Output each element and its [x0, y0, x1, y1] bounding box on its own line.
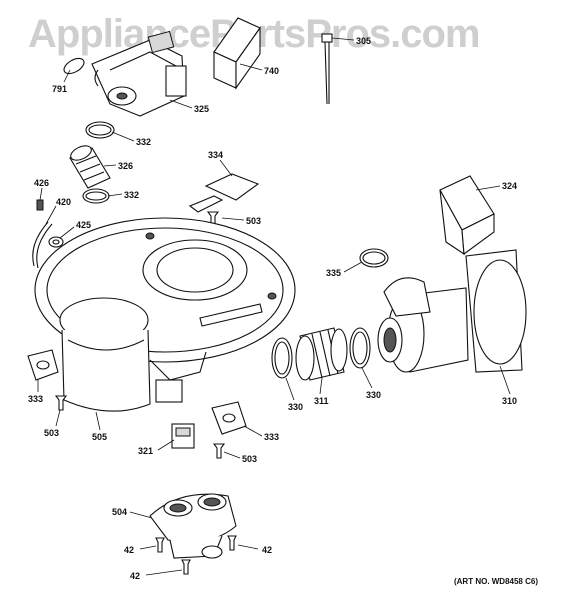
part-791-ring [63, 57, 85, 75]
leader-lines [37, 37, 511, 576]
callout-332-upper: 332 [136, 137, 151, 147]
callout-426: 426 [34, 178, 49, 188]
callout-503-c: 503 [242, 454, 257, 464]
callout-310: 310 [502, 396, 517, 406]
callout-740: 740 [264, 66, 279, 76]
part-333-gasket-left [27, 349, 59, 381]
part-335-clamp [359, 248, 389, 268]
callout-334: 334 [208, 150, 223, 160]
callout-labels: 791 325 740 305 332 326 332 334 503 426 … [28, 36, 517, 581]
part-310-pump [377, 249, 527, 373]
callout-42-left: 42 [124, 545, 134, 555]
callout-333-left: 333 [28, 394, 43, 404]
callout-305: 305 [356, 36, 371, 46]
part-334-bracket [188, 173, 260, 213]
part-503-screw-b [54, 395, 68, 411]
callout-330-left: 330 [288, 402, 303, 412]
part-305-probe [321, 33, 333, 105]
callout-335: 335 [326, 268, 341, 278]
part-333-gasket-right [211, 401, 247, 435]
part-330-clamp-left [271, 337, 293, 379]
callout-333-right: 333 [264, 432, 279, 442]
part-740-cover [213, 17, 261, 90]
part-324-shield [439, 175, 495, 256]
part-503-screw-c [212, 443, 226, 459]
part-42-screws [155, 535, 237, 575]
part-425-grommet [48, 236, 64, 248]
art-number: (ART NO. WD8458 C6) [453, 577, 538, 586]
callout-42-right: 42 [262, 545, 272, 555]
callout-504: 504 [112, 507, 127, 517]
callout-791: 791 [52, 84, 67, 94]
callout-330-right: 330 [366, 390, 381, 400]
callout-503-a: 503 [246, 216, 261, 226]
part-325-motor [91, 30, 187, 117]
callout-42-bottom: 42 [130, 571, 140, 581]
callout-420: 420 [56, 197, 71, 207]
part-426-plug [36, 199, 44, 211]
callout-425: 425 [76, 220, 91, 230]
callout-505: 505 [92, 432, 107, 442]
callout-325: 325 [194, 104, 209, 114]
callout-321: 321 [138, 446, 153, 456]
callout-326: 326 [118, 161, 133, 171]
callout-324: 324 [502, 181, 517, 191]
part-326-hose [69, 145, 111, 189]
part-332-clamp-upper [85, 121, 115, 139]
callout-332-lower: 332 [124, 190, 139, 200]
part-332-clamp-lower [82, 188, 110, 204]
part-505-sump [34, 217, 296, 412]
callout-503-b: 503 [44, 428, 59, 438]
part-321-valve [171, 423, 195, 449]
part-311-coupling [295, 327, 348, 381]
part-504-housing [149, 493, 237, 559]
part-420-tube [32, 221, 53, 269]
part-330-clamp-right [349, 327, 371, 369]
callout-311: 311 [314, 396, 329, 406]
